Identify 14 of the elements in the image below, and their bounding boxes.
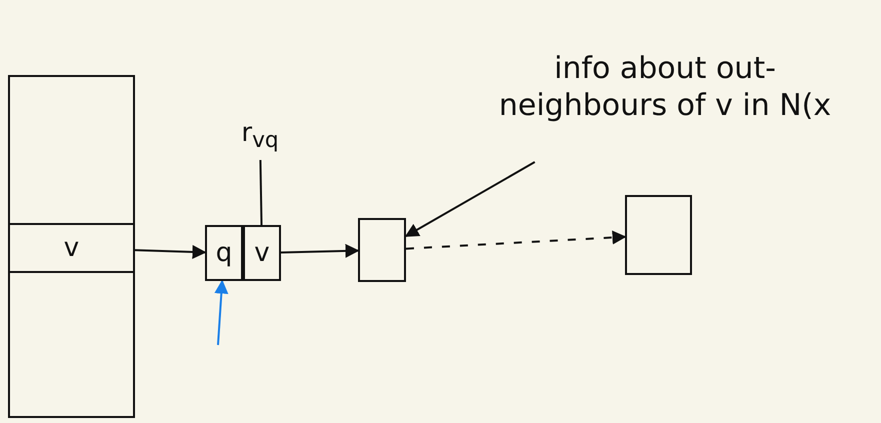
arrow xyxy=(406,230,626,250)
array-box xyxy=(8,75,135,418)
leader-line xyxy=(259,160,263,226)
array-cell: v xyxy=(8,223,135,273)
list-node-box xyxy=(358,218,406,282)
list-cell: q xyxy=(205,225,243,281)
list-cell: v xyxy=(243,225,281,281)
arrow xyxy=(280,244,360,258)
pointer-label: r$_{vq}$ xyxy=(225,112,295,160)
annotation-note: info about out-neighbours of v in N(x xyxy=(470,12,860,162)
arrow xyxy=(134,244,206,259)
arrow xyxy=(404,161,536,238)
list-node-box xyxy=(625,195,692,275)
arrow xyxy=(214,280,228,346)
